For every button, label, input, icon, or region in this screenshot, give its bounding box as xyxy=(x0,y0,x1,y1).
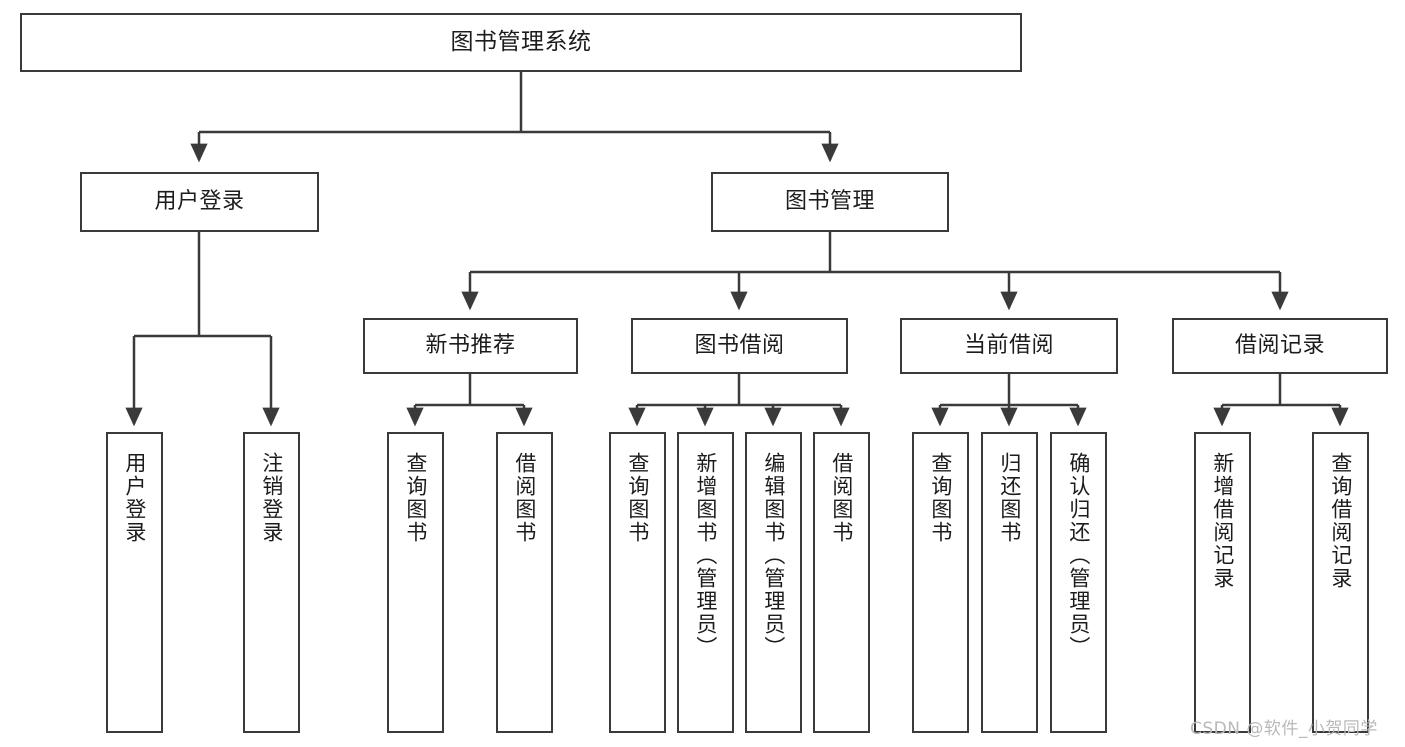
leaf-borrow-edit-book-admin[interactable]: 编辑图书（管理员） xyxy=(745,432,802,733)
node-label: 查询借阅记录 xyxy=(1328,452,1353,590)
node-new-book-recommend[interactable]: 新书推荐 xyxy=(363,318,578,374)
leaf-user-login-login[interactable]: 用户登录 xyxy=(106,432,163,733)
node-label: 借阅图书 xyxy=(512,452,537,544)
node-label: 新书推荐 xyxy=(425,332,516,358)
node-label: 确认归还（管理员） xyxy=(1066,452,1091,659)
node-label: 查询图书 xyxy=(625,452,650,544)
leaf-current-query-book[interactable]: 查询图书 xyxy=(912,432,969,733)
node-book-borrow[interactable]: 图书借阅 xyxy=(631,318,848,374)
leaf-recommend-query-book[interactable]: 查询图书 xyxy=(387,432,444,733)
node-label: 图书管理 xyxy=(784,188,875,214)
leaf-record-add-record[interactable]: 新增借阅记录 xyxy=(1194,432,1251,733)
leaf-borrow-borrow-book[interactable]: 借阅图书 xyxy=(813,432,870,733)
node-book-management[interactable]: 图书管理 xyxy=(711,172,949,232)
node-current-borrow[interactable]: 当前借阅 xyxy=(900,318,1118,374)
node-label: 用户登录 xyxy=(122,452,147,544)
leaf-current-return-book[interactable]: 归还图书 xyxy=(981,432,1038,733)
node-label: 用户登录 xyxy=(154,188,245,214)
leaf-user-login-logout[interactable]: 注销登录 xyxy=(243,432,300,733)
leaf-current-confirm-return-admin[interactable]: 确认归还（管理员） xyxy=(1050,432,1107,733)
node-label: 图书借阅 xyxy=(694,332,785,358)
node-label: 注销登录 xyxy=(259,452,284,544)
leaf-borrow-query-book[interactable]: 查询图书 xyxy=(609,432,666,733)
node-label: 查询图书 xyxy=(928,452,953,544)
node-root-book-management-system[interactable]: 图书管理系统 xyxy=(20,13,1022,72)
node-label: 借阅记录 xyxy=(1234,332,1325,358)
node-user-login[interactable]: 用户登录 xyxy=(80,172,319,232)
node-label: 编辑图书（管理员） xyxy=(761,452,786,659)
node-label: 当前借阅 xyxy=(963,332,1054,358)
node-borrow-record[interactable]: 借阅记录 xyxy=(1172,318,1388,374)
leaf-record-query-record[interactable]: 查询借阅记录 xyxy=(1312,432,1369,733)
node-label: 新增图书（管理员） xyxy=(693,452,718,659)
node-label: 借阅图书 xyxy=(829,452,854,544)
node-label: 新增借阅记录 xyxy=(1210,452,1235,590)
node-label: 查询图书 xyxy=(403,452,428,544)
leaf-recommend-borrow-book[interactable]: 借阅图书 xyxy=(496,432,553,733)
node-label: 归还图书 xyxy=(997,452,1022,544)
leaf-borrow-add-book-admin[interactable]: 新增图书（管理员） xyxy=(677,432,734,733)
watermark-text: CSDN @软件_小贺同学 xyxy=(1190,719,1378,739)
node-label: 图书管理系统 xyxy=(450,28,592,55)
